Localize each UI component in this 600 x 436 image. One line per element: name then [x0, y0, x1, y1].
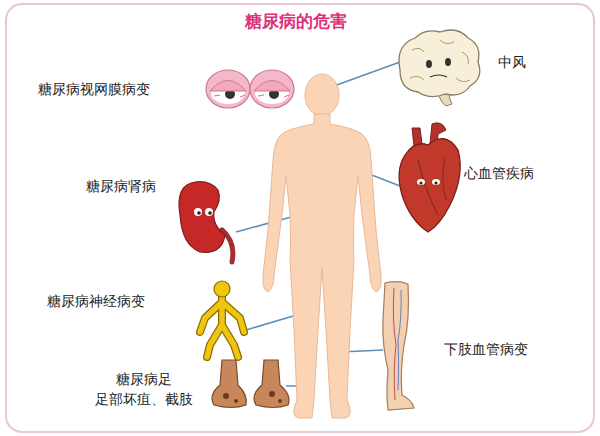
feet-icon [223, 393, 229, 399]
feet-icon [234, 399, 238, 403]
brain-icon [399, 30, 480, 106]
leg-icon [383, 282, 414, 410]
eyes-icon [206, 70, 294, 108]
complication-label: 糖尿病足 足部坏疽、截肢 [90, 369, 198, 410]
heart-icon [435, 182, 438, 185]
nerve-figure [214, 281, 230, 297]
leader-line [334, 62, 400, 86]
feet-icon [278, 399, 282, 403]
brain-icon [445, 58, 451, 66]
complication-label: 中风 [498, 52, 526, 72]
human-body [263, 74, 381, 418]
leg-icon [383, 282, 414, 410]
nerve-figure [200, 297, 244, 357]
feet-icon [212, 360, 289, 408]
complication-label: 下肢血管病变 [444, 339, 528, 359]
feet-icon [269, 391, 275, 397]
human-body [263, 114, 381, 418]
eyes-icon [258, 95, 289, 97]
kidney-icon [208, 211, 212, 215]
brain-icon [410, 40, 470, 82]
heart-icon [432, 179, 440, 185]
leader-line [246, 314, 300, 330]
nerve-figure [200, 297, 244, 357]
heart-icon [417, 179, 425, 185]
eyes-icon [206, 70, 250, 108]
eyes-icon [214, 95, 245, 97]
nerve-figure [200, 297, 244, 357]
heart-icon [399, 139, 460, 232]
complication-label: 心血管疾病 [464, 163, 534, 183]
complication-label: 糖尿病肾病 [86, 176, 156, 196]
feet-icon [254, 360, 289, 408]
brain-icon [426, 60, 432, 68]
heart-icon [418, 158, 446, 215]
heart-icon [420, 182, 423, 185]
diagram-title: 糖尿病的危害 [245, 9, 347, 34]
nerve-figure [200, 297, 244, 357]
frame-border [6, 4, 594, 432]
eyes-icon [210, 81, 246, 92]
leg-icon [398, 290, 401, 390]
brain-icon [430, 75, 447, 77]
brain-icon [399, 30, 480, 97]
leg-icon [393, 288, 396, 400]
complication-label: 糖尿病视网膜病变 [38, 79, 150, 99]
eyes-icon [250, 70, 294, 108]
complication-label: 糖尿病神经病变 [47, 291, 145, 311]
nerve-figure [200, 281, 244, 357]
kidney-icon [194, 208, 202, 216]
kidney-icon [205, 208, 213, 216]
kidney-icon [197, 211, 201, 215]
heart-icon [399, 123, 460, 232]
kidney-icon [179, 182, 225, 253]
feet-icon [212, 360, 246, 408]
eyes-icon [254, 81, 290, 92]
kidney-icon [179, 182, 233, 262]
human-body [305, 74, 339, 116]
